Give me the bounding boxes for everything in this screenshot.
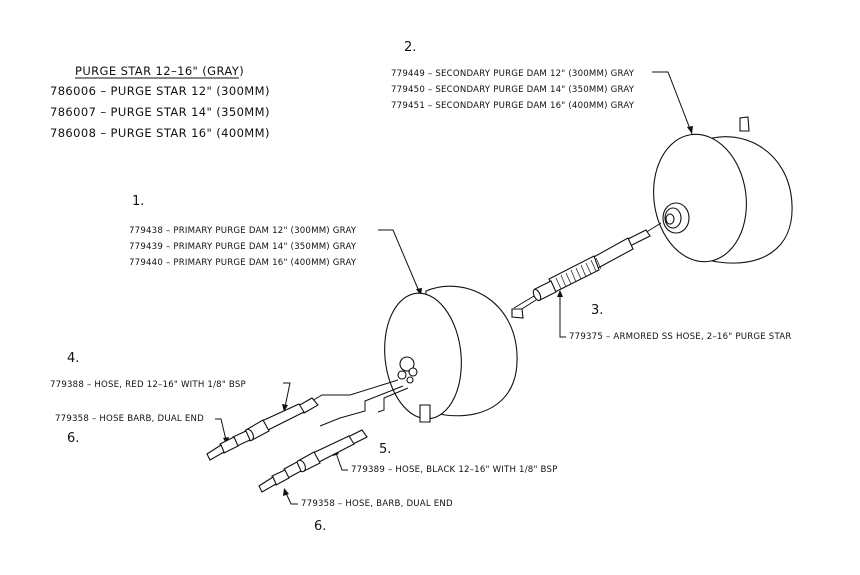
- leader-barb-bottom: [285, 492, 298, 505]
- kit-item-786007: 786007 – PURGE STAR 14" (350MM): [50, 105, 270, 119]
- leader-primary-dam: [378, 229, 422, 297]
- black-hose-assembly: [258, 429, 368, 493]
- callout-6-top: 6.: [67, 431, 79, 446]
- callout-6-bottom: 6.: [314, 519, 326, 534]
- label-779450: 779450 – SECONDARY PURGE DAM 14" (350MM)…: [391, 85, 635, 95]
- leader-secondary-dam: [652, 71, 693, 135]
- leader-red-arrow: [282, 404, 288, 412]
- label-779358-top: 779358 – HOSE BARB, DUAL END: [55, 414, 204, 424]
- callout-5: 5.: [379, 442, 391, 457]
- label-779439: 779439 – PRIMARY PURGE DAM 14" (350MM) G…: [129, 242, 357, 252]
- callout-3: 3.: [591, 303, 603, 318]
- primary-dam-labels: 779438 – PRIMARY PURGE DAM 12" (300MM) G…: [129, 226, 357, 268]
- leader-black-hose: [335, 452, 348, 471]
- label-779438: 779438 – PRIMARY PURGE DAM 12" (300MM) G…: [129, 226, 357, 236]
- leader-barb-top: [215, 418, 227, 441]
- label-779440: 779440 – PRIMARY PURGE DAM 16" (400MM) G…: [129, 258, 357, 268]
- label-779358-bottom: 779358 – HOSE, BARB, DUAL END: [301, 499, 453, 509]
- kit-item-786006: 786006 – PURGE STAR 12" (300MM): [50, 84, 270, 98]
- leader-secondary-arrow: [687, 126, 693, 134]
- primary-purge-dam: [384, 285, 524, 423]
- callout-4: 4.: [67, 351, 79, 366]
- secondary-purge-dam: [653, 116, 793, 264]
- callout-2: 2.: [404, 40, 416, 55]
- label-779388: 779388 – HOSE, RED 12–16" WITH 1/8" BSP: [50, 380, 246, 390]
- kit-title: PURGE STAR 12–16" (GRAY): [75, 64, 244, 78]
- label-779389: 779389 – HOSE, BLACK 12–16" WITH 1/8" BS…: [351, 465, 558, 475]
- kit-title-block: PURGE STAR 12–16" (GRAY) 786006 – PURGE …: [50, 64, 270, 140]
- label-779451: 779451 – SECONDARY PURGE DAM 16" (400MM)…: [391, 101, 635, 111]
- hose-routing: [309, 379, 409, 427]
- label-779449: 779449 – SECONDARY PURGE DAM 12" (300MM)…: [391, 69, 635, 79]
- kit-item-786008: 786008 – PURGE STAR 16" (400MM): [50, 126, 270, 140]
- callout-1: 1.: [132, 194, 144, 209]
- secondary-dam-labels: 779449 – SECONDARY PURGE DAM 12" (300MM)…: [391, 69, 635, 111]
- leader-armored-arrow: [557, 290, 563, 297]
- leader-armored-hose: [559, 296, 566, 338]
- armored-ss-hose: [513, 222, 662, 313]
- label-779375: 779375 – ARMORED SS HOSE, 2–16" PURGE ST…: [569, 332, 792, 342]
- red-hose-assembly: [206, 397, 319, 461]
- leader-red-hose: [283, 382, 291, 408]
- leader-barb-bottom-arrow: [283, 488, 289, 496]
